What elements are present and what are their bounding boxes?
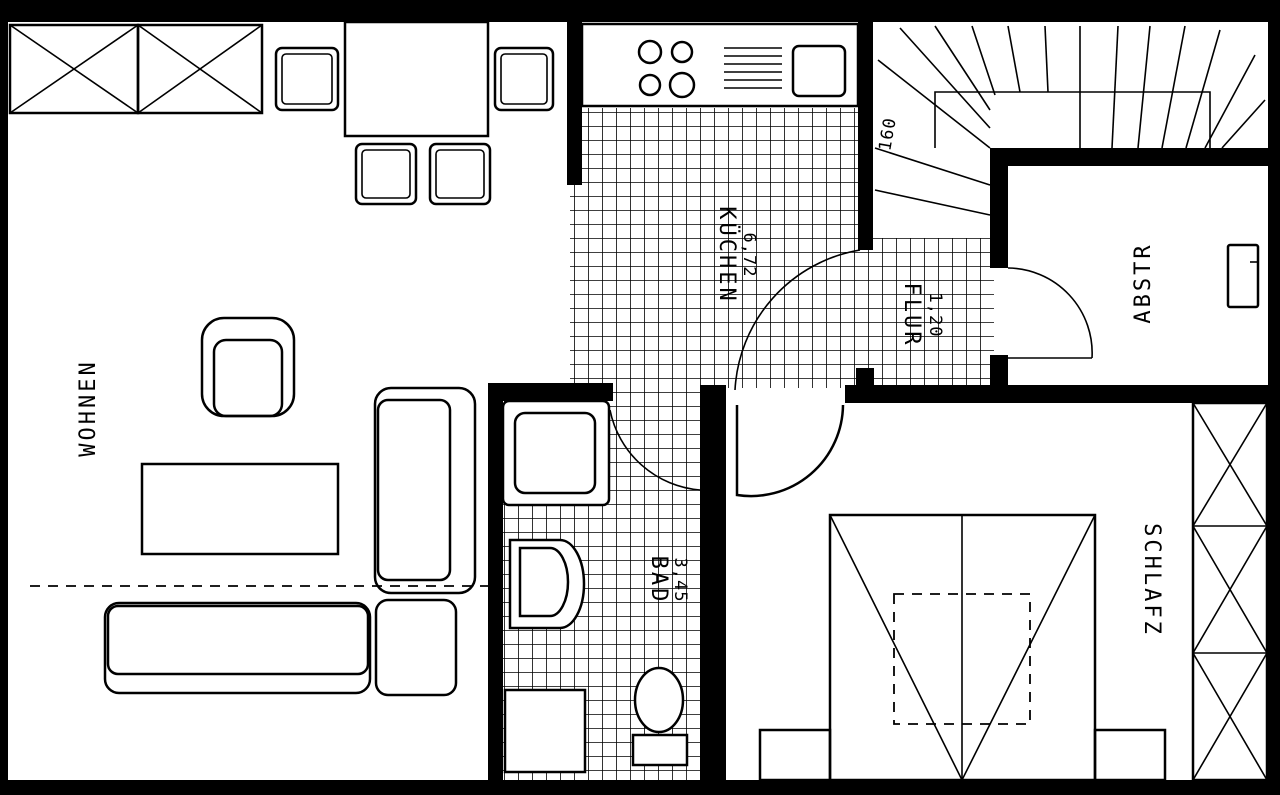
room-label-wohnen: WOHNEN [76,359,101,456]
kitchen-door [734,249,861,391]
room-label-schlaf: SCHLAFZ [1139,523,1164,637]
wardrobe-right [1191,401,1269,782]
room-label-flur: FLUR [899,283,924,348]
staircase [873,24,1266,216]
room-area-bad: 3,45 [670,558,690,603]
bed [758,513,1167,782]
sofa-right [373,386,477,595]
coffee-table [140,462,340,556]
room-label-kuechen: KÜCHEN [714,206,740,303]
sofa-bottom [103,598,458,697]
room-label-abstr: ABSTR [1131,242,1156,323]
bath-fixtures [501,399,701,774]
dining-table [274,20,555,206]
wardrobe-top [8,23,264,115]
room-label-bad: BAD [646,556,671,605]
room-area-flur: 1,20 [925,293,945,338]
kitchen-counter [580,22,860,108]
bedroom-door [735,404,845,498]
room-area-kuechen: 6,72 [739,233,759,278]
armchair [200,316,296,418]
abstr-fixture [1007,243,1260,359]
